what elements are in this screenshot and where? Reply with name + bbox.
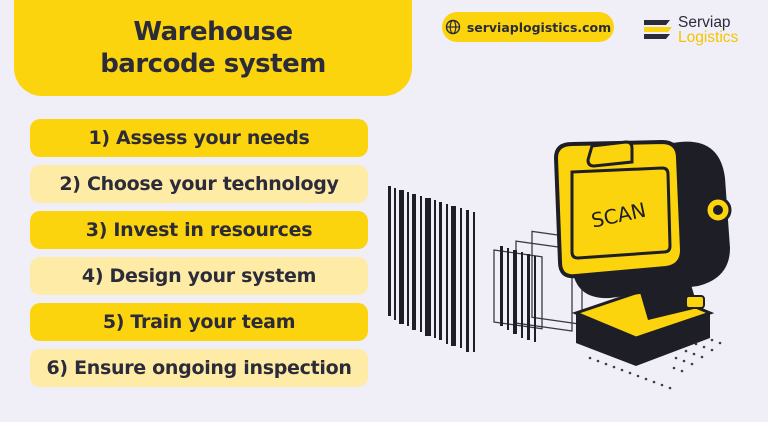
brand-name-2: Logistics	[678, 29, 739, 46]
logo-mark-icon	[644, 20, 672, 39]
title-card: Warehouse barcode system	[14, 0, 412, 96]
website-link[interactable]: serviaplogistics.com	[442, 12, 614, 42]
step-4: 4) Design your system	[30, 257, 368, 295]
title-line-1: Warehouse	[133, 17, 293, 47]
step-6: 6) Ensure ongoing inspection	[30, 349, 368, 387]
website-url: serviaplogistics.com	[466, 19, 612, 35]
page-title: Warehouse barcode system	[100, 16, 326, 80]
step-1: 1) Assess your needs	[30, 119, 368, 157]
globe-icon	[445, 19, 461, 35]
step-2: 2) Choose your technology	[30, 165, 368, 203]
step-3: 3) Invest in resources	[30, 211, 368, 249]
step-5: 5) Train your team	[30, 303, 368, 341]
barcode-icon	[388, 186, 475, 352]
brand-logo: Serviap Logistics	[642, 13, 754, 47]
brand-name-1: Serviap	[678, 14, 731, 31]
steps-list: 1) Assess your needs 2) Choose your tech…	[30, 119, 368, 395]
title-line-2: barcode system	[100, 49, 326, 79]
barcode-scanner-icon: SCAN	[388, 139, 732, 390]
